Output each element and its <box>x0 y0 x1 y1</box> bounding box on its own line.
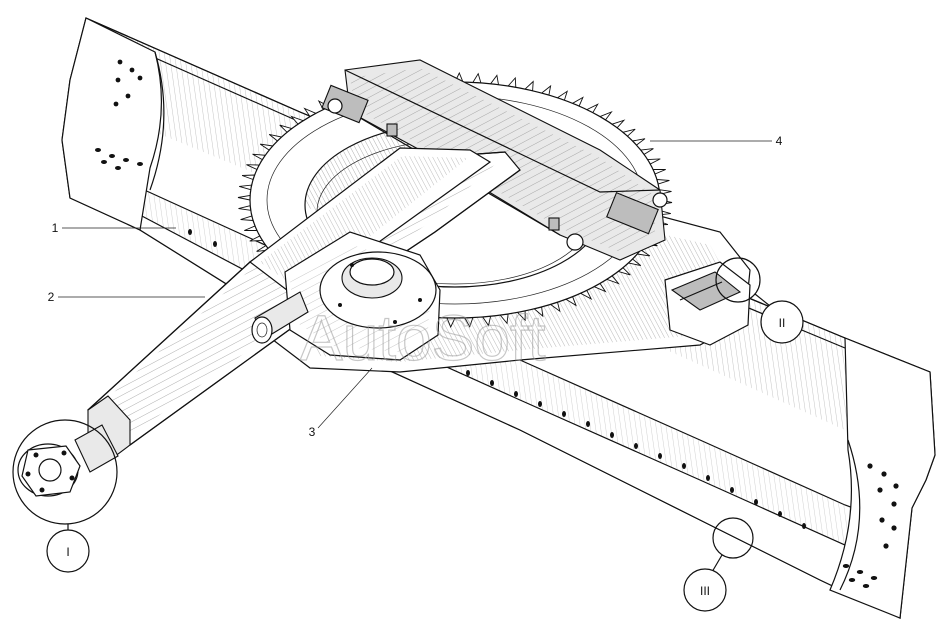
gear-tooth <box>472 72 482 84</box>
detail-ii-label: II <box>779 316 786 330</box>
callout-4: 4 <box>776 134 783 148</box>
right-end-holes <box>842 463 899 588</box>
detail-iii-circle[interactable] <box>683 568 727 612</box>
hinge-bracket <box>664 261 751 346</box>
cutting-edge-holes <box>188 229 806 529</box>
detail-markers: I II III <box>12 257 804 612</box>
detail-ii-circle[interactable] <box>760 300 804 344</box>
left-end-holes <box>95 59 143 170</box>
callout-1: 1 <box>52 221 59 235</box>
ball-joint <box>17 424 119 497</box>
detail-i-circle[interactable] <box>46 529 90 573</box>
callout-2: 2 <box>48 290 55 304</box>
detail-iii-label: III <box>700 584 710 598</box>
detail-ii-outline <box>715 257 761 303</box>
gear-tooth <box>656 179 670 185</box>
detail-i-label: I <box>66 545 69 559</box>
callouts: 1 2 3 4 <box>48 134 783 439</box>
detail-i-outline <box>12 419 118 525</box>
watermark: AutoSoft <box>300 302 546 374</box>
turning-gearbox <box>251 231 441 361</box>
callout-3: 3 <box>309 425 316 439</box>
detail-iii-outline <box>712 517 754 559</box>
